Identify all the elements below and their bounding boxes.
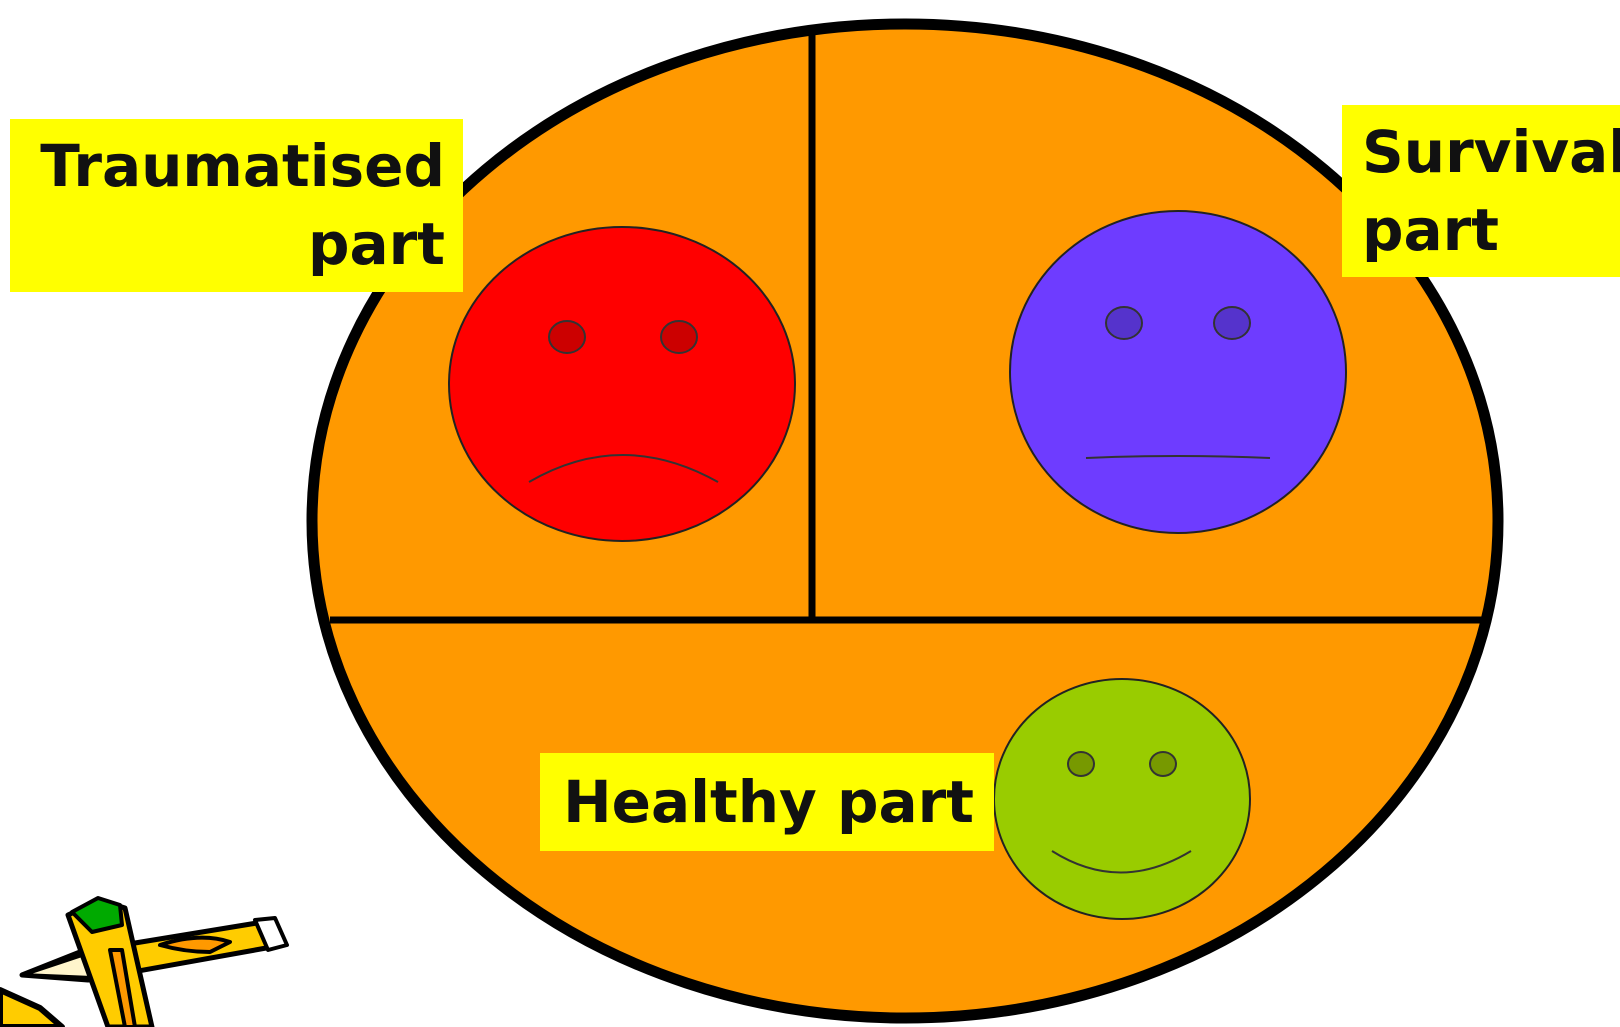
survival-part-label: Survival part [1342, 105, 1620, 277]
neutral-face-icon [1009, 210, 1347, 534]
happy-face-icon [993, 678, 1251, 920]
healthy-part-label: Healthy part [540, 753, 994, 851]
pencil-clipart-icon [0, 896, 289, 1027]
personality-ellipse [306, 18, 1504, 1024]
traumatised-part-label: Traumatised part [10, 119, 463, 292]
sad-face-icon [448, 226, 796, 542]
